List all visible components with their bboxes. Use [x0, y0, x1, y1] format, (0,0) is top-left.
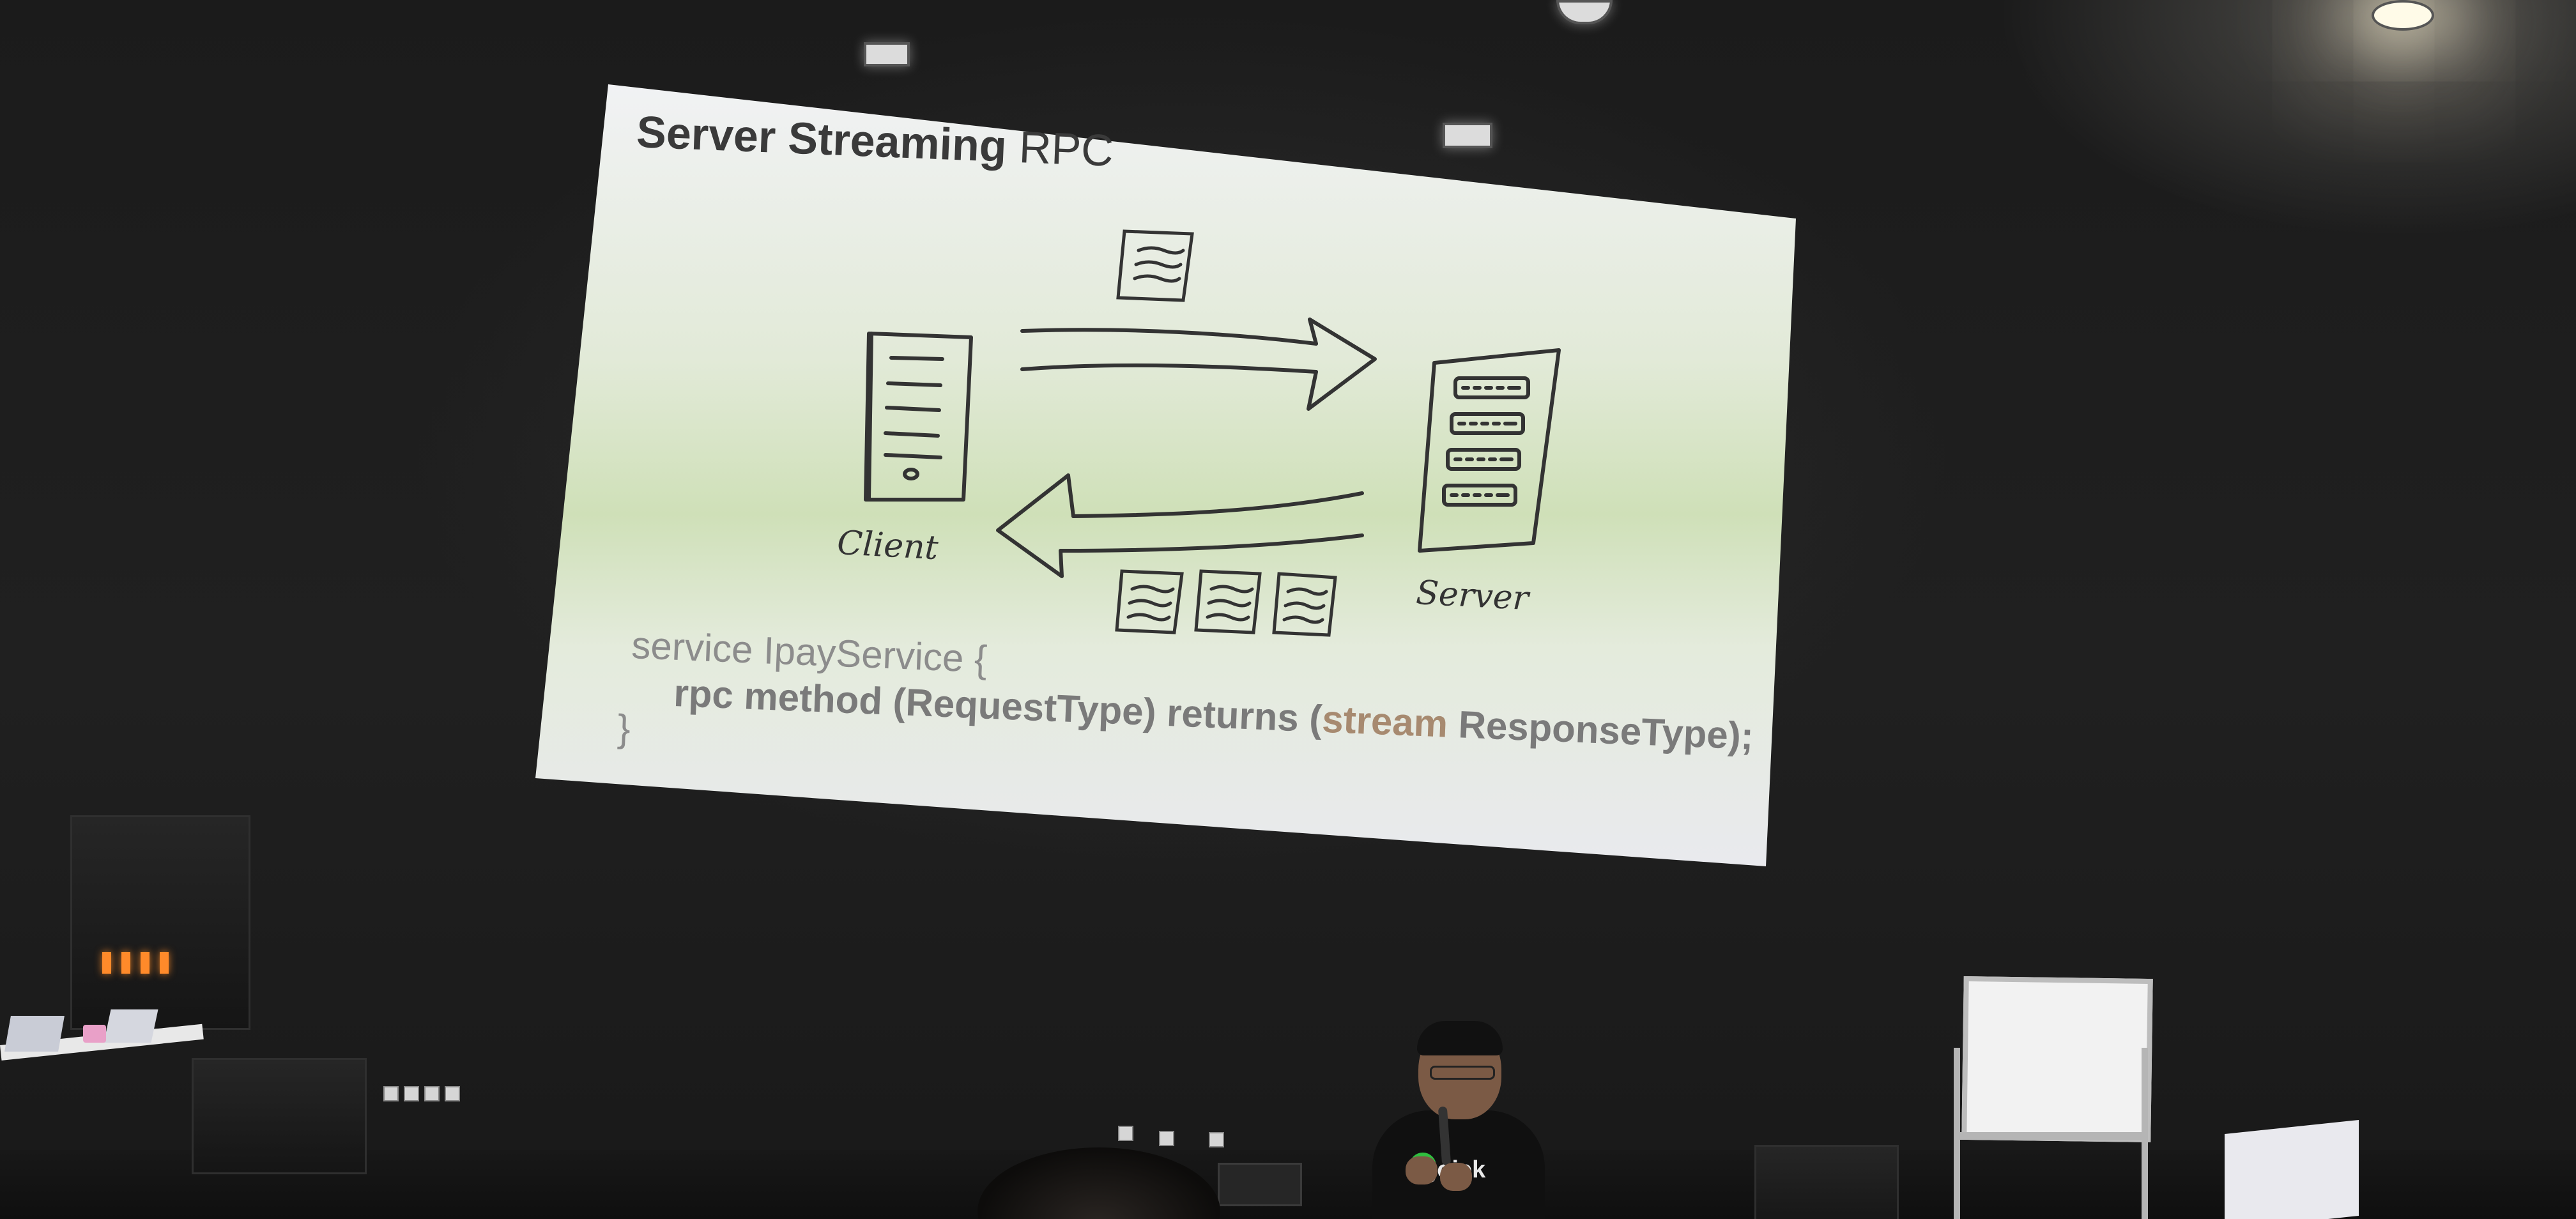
floor-speaker [1754, 1145, 1899, 1219]
equipment-led [160, 952, 169, 974]
server-drawing [1418, 348, 1561, 553]
stage-monitor [1218, 1163, 1302, 1206]
ceiling-spotlight [2372, 0, 2434, 31]
laptop [103, 1009, 158, 1043]
request-document-icon [1116, 229, 1194, 302]
ceiling-light [864, 42, 910, 66]
whiteboard [1961, 976, 2153, 1143]
response-arrow [996, 473, 1364, 578]
equipment-led [141, 952, 150, 974]
code-line-close: } [617, 706, 631, 750]
server-label: Server [1414, 574, 1530, 618]
whiteboard-tray [1954, 1132, 2148, 1140]
client-label: Client [836, 524, 940, 568]
equipment-led [121, 952, 130, 974]
wall-socket [1118, 1126, 1133, 1141]
equipment-box [2225, 1119, 2359, 1219]
wall-socket [424, 1086, 440, 1101]
response-document-icons [1115, 569, 1337, 637]
response-document-icon [1115, 569, 1184, 634]
cup [83, 1025, 106, 1043]
wall-socket [1159, 1131, 1174, 1146]
presenter-hair [1417, 1021, 1503, 1055]
response-document-icon [1194, 569, 1262, 634]
presenter-hand [1406, 1156, 1438, 1184]
response-document-icon [1272, 572, 1337, 637]
wall-socket [383, 1086, 399, 1101]
wall-socket [1209, 1132, 1224, 1147]
code-stream-keyword: stream [1321, 697, 1449, 746]
floor-speaker [192, 1058, 367, 1174]
client-drawing [864, 332, 973, 502]
equipment-led [102, 952, 111, 974]
glasses [1430, 1066, 1495, 1080]
laptop [4, 1016, 65, 1052]
request-arrow [1020, 318, 1377, 411]
wall-socket [445, 1086, 460, 1101]
presenter-hand [1440, 1163, 1472, 1191]
ceiling-light [1443, 123, 1492, 148]
slide-title-light: RPC [1018, 122, 1115, 176]
wall-socket [404, 1086, 419, 1101]
slide-surface [535, 84, 1796, 866]
speaker-rack [70, 815, 250, 1030]
